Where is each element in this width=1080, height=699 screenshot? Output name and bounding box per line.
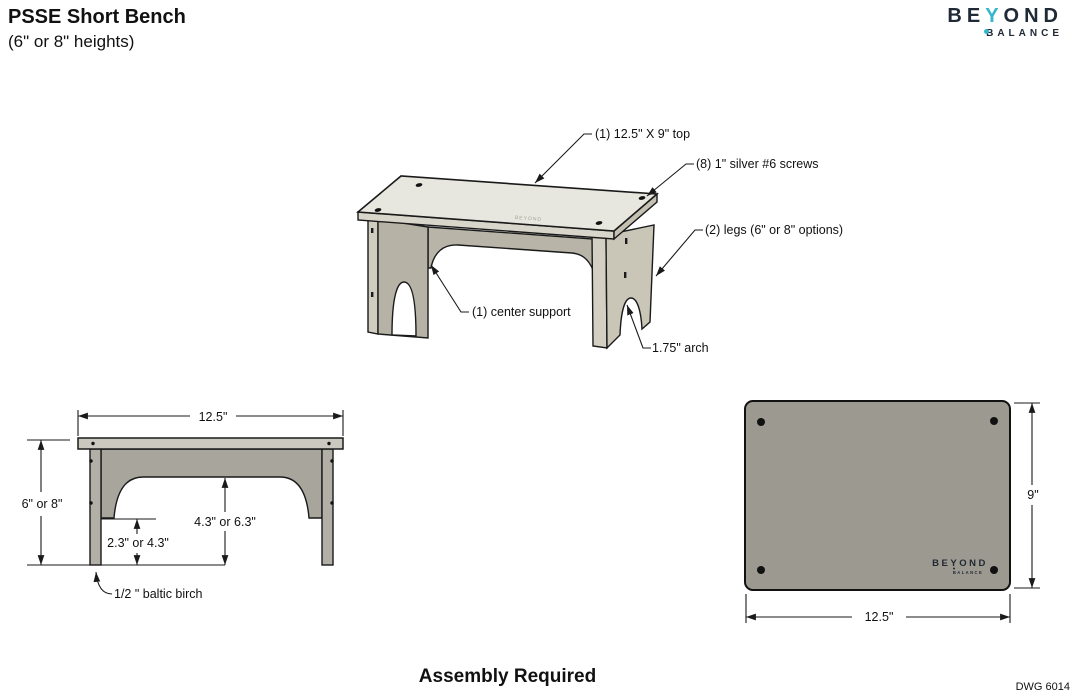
logo-be: BE — [947, 5, 986, 27]
top-view: BEYOND BALANCE 9" 12.5" — [744, 400, 1040, 624]
iso-leader-lines — [430, 133, 703, 349]
leader-legs — [655, 229, 703, 277]
side-dim-width: 12.5" — [77, 410, 344, 436]
iso-left-leg-screw — [371, 292, 374, 297]
top-dim-depth: 9" — [1014, 402, 1040, 589]
page-subtitle: (6" or 8" heights) — [8, 32, 135, 51]
side-dim-support-label: 4.3" or 6.3" — [194, 515, 256, 529]
top-panel-logo-main: BEYOND — [932, 558, 988, 569]
iso-right-leg-front — [591, 232, 608, 349]
top-screw-hole — [990, 417, 998, 425]
iso-left-leg-arch-cutout — [391, 281, 417, 337]
title-block: PSSE Short Bench (6" or 8" heights) — [8, 6, 186, 52]
side-dim-support-clearance: 4.3" or 6.3" — [194, 478, 256, 565]
isometric-view: BEYOND (1) 12.5" X 9" top (8) 1" silver … — [355, 127, 843, 355]
iso-screw — [595, 221, 603, 225]
top-dim-width-label: 12.5" — [865, 610, 894, 624]
iso-screw — [638, 196, 646, 200]
logo-ond: OND — [1003, 5, 1063, 27]
iso-top: BEYOND — [355, 175, 659, 241]
side-screw — [89, 459, 93, 463]
material-note: 1/2 " baltic birch — [114, 587, 203, 601]
side-dim-height-label: 6" or 8" — [22, 497, 63, 511]
iso-top-surface — [355, 175, 659, 232]
top-panel-logo-sub: BALANCE — [953, 570, 983, 575]
iso-screw — [374, 208, 382, 212]
top-panel-logo-dot — [953, 567, 955, 570]
brand-logo-subtext: BALANCE — [986, 28, 1063, 39]
callout-legs: (2) legs (6" or 8" options) — [705, 223, 843, 237]
top-panel — [744, 400, 1011, 591]
drawing-number: DWG 6014 — [1015, 681, 1070, 693]
iso-left-leg — [367, 217, 429, 339]
iso-right-leg-outer — [605, 224, 655, 350]
top-dim-width: 12.5" — [745, 594, 1011, 624]
top-panel-logo: BEYOND BALANCE — [932, 558, 988, 575]
leader-screws — [646, 163, 694, 197]
side-center-support — [100, 448, 323, 519]
leader-arch — [626, 304, 651, 349]
leader-top — [534, 133, 592, 184]
side-view: 12.5" 6" or 8" 4.3" or 6.3" 2.3" or 4.3"… — [22, 410, 344, 601]
iso-left-leg-front — [367, 217, 379, 335]
side-screw — [330, 501, 334, 505]
callout-arch: 1.75" arch — [652, 341, 709, 355]
side-right-leg — [321, 448, 334, 566]
side-screw — [89, 501, 93, 505]
brand-logo: BEYOND BALANCE — [947, 6, 1063, 39]
leader-support — [430, 264, 469, 313]
iso-screw — [415, 183, 423, 187]
callout-screws: (8) 1" silver #6 screws — [696, 157, 819, 171]
side-top-plank — [77, 437, 344, 450]
iso-left-leg-screw — [371, 228, 374, 233]
top-dim-depth-label: 9" — [1027, 488, 1038, 502]
top-screw-hole — [757, 418, 765, 426]
side-screw — [330, 459, 334, 463]
iso-center-support — [427, 226, 594, 271]
side-dim-leg-clearance: 2.3" or 4.3" — [101, 518, 169, 565]
page-title: PSSE Short Bench — [8, 6, 186, 28]
side-screw — [327, 441, 331, 446]
side-left-leg — [89, 448, 102, 566]
iso-right-leg — [591, 224, 655, 350]
brand-logo-wordmark: BEYOND — [947, 5, 1063, 34]
callout-center-support: (1) center support — [472, 305, 571, 319]
iso-right-leg-screw — [625, 238, 628, 244]
material-leader — [93, 571, 113, 595]
callout-top: (1) 12.5" X 9" top — [595, 127, 690, 141]
logo-y: Y — [985, 5, 1004, 27]
top-screw-hole — [757, 566, 765, 574]
iso-right-leg-screw — [624, 272, 627, 278]
top-screw-hole — [990, 566, 998, 574]
assembly-note: Assembly Required — [418, 666, 597, 687]
side-screw — [91, 441, 95, 446]
side-dim-width-label: 12.5" — [199, 410, 228, 424]
side-dim-height: 6" or 8" — [22, 439, 225, 566]
side-dim-leg-label: 2.3" or 4.3" — [107, 536, 169, 550]
logo-dot-icon — [984, 29, 990, 34]
iso-top-engraving: BEYOND — [515, 215, 542, 223]
